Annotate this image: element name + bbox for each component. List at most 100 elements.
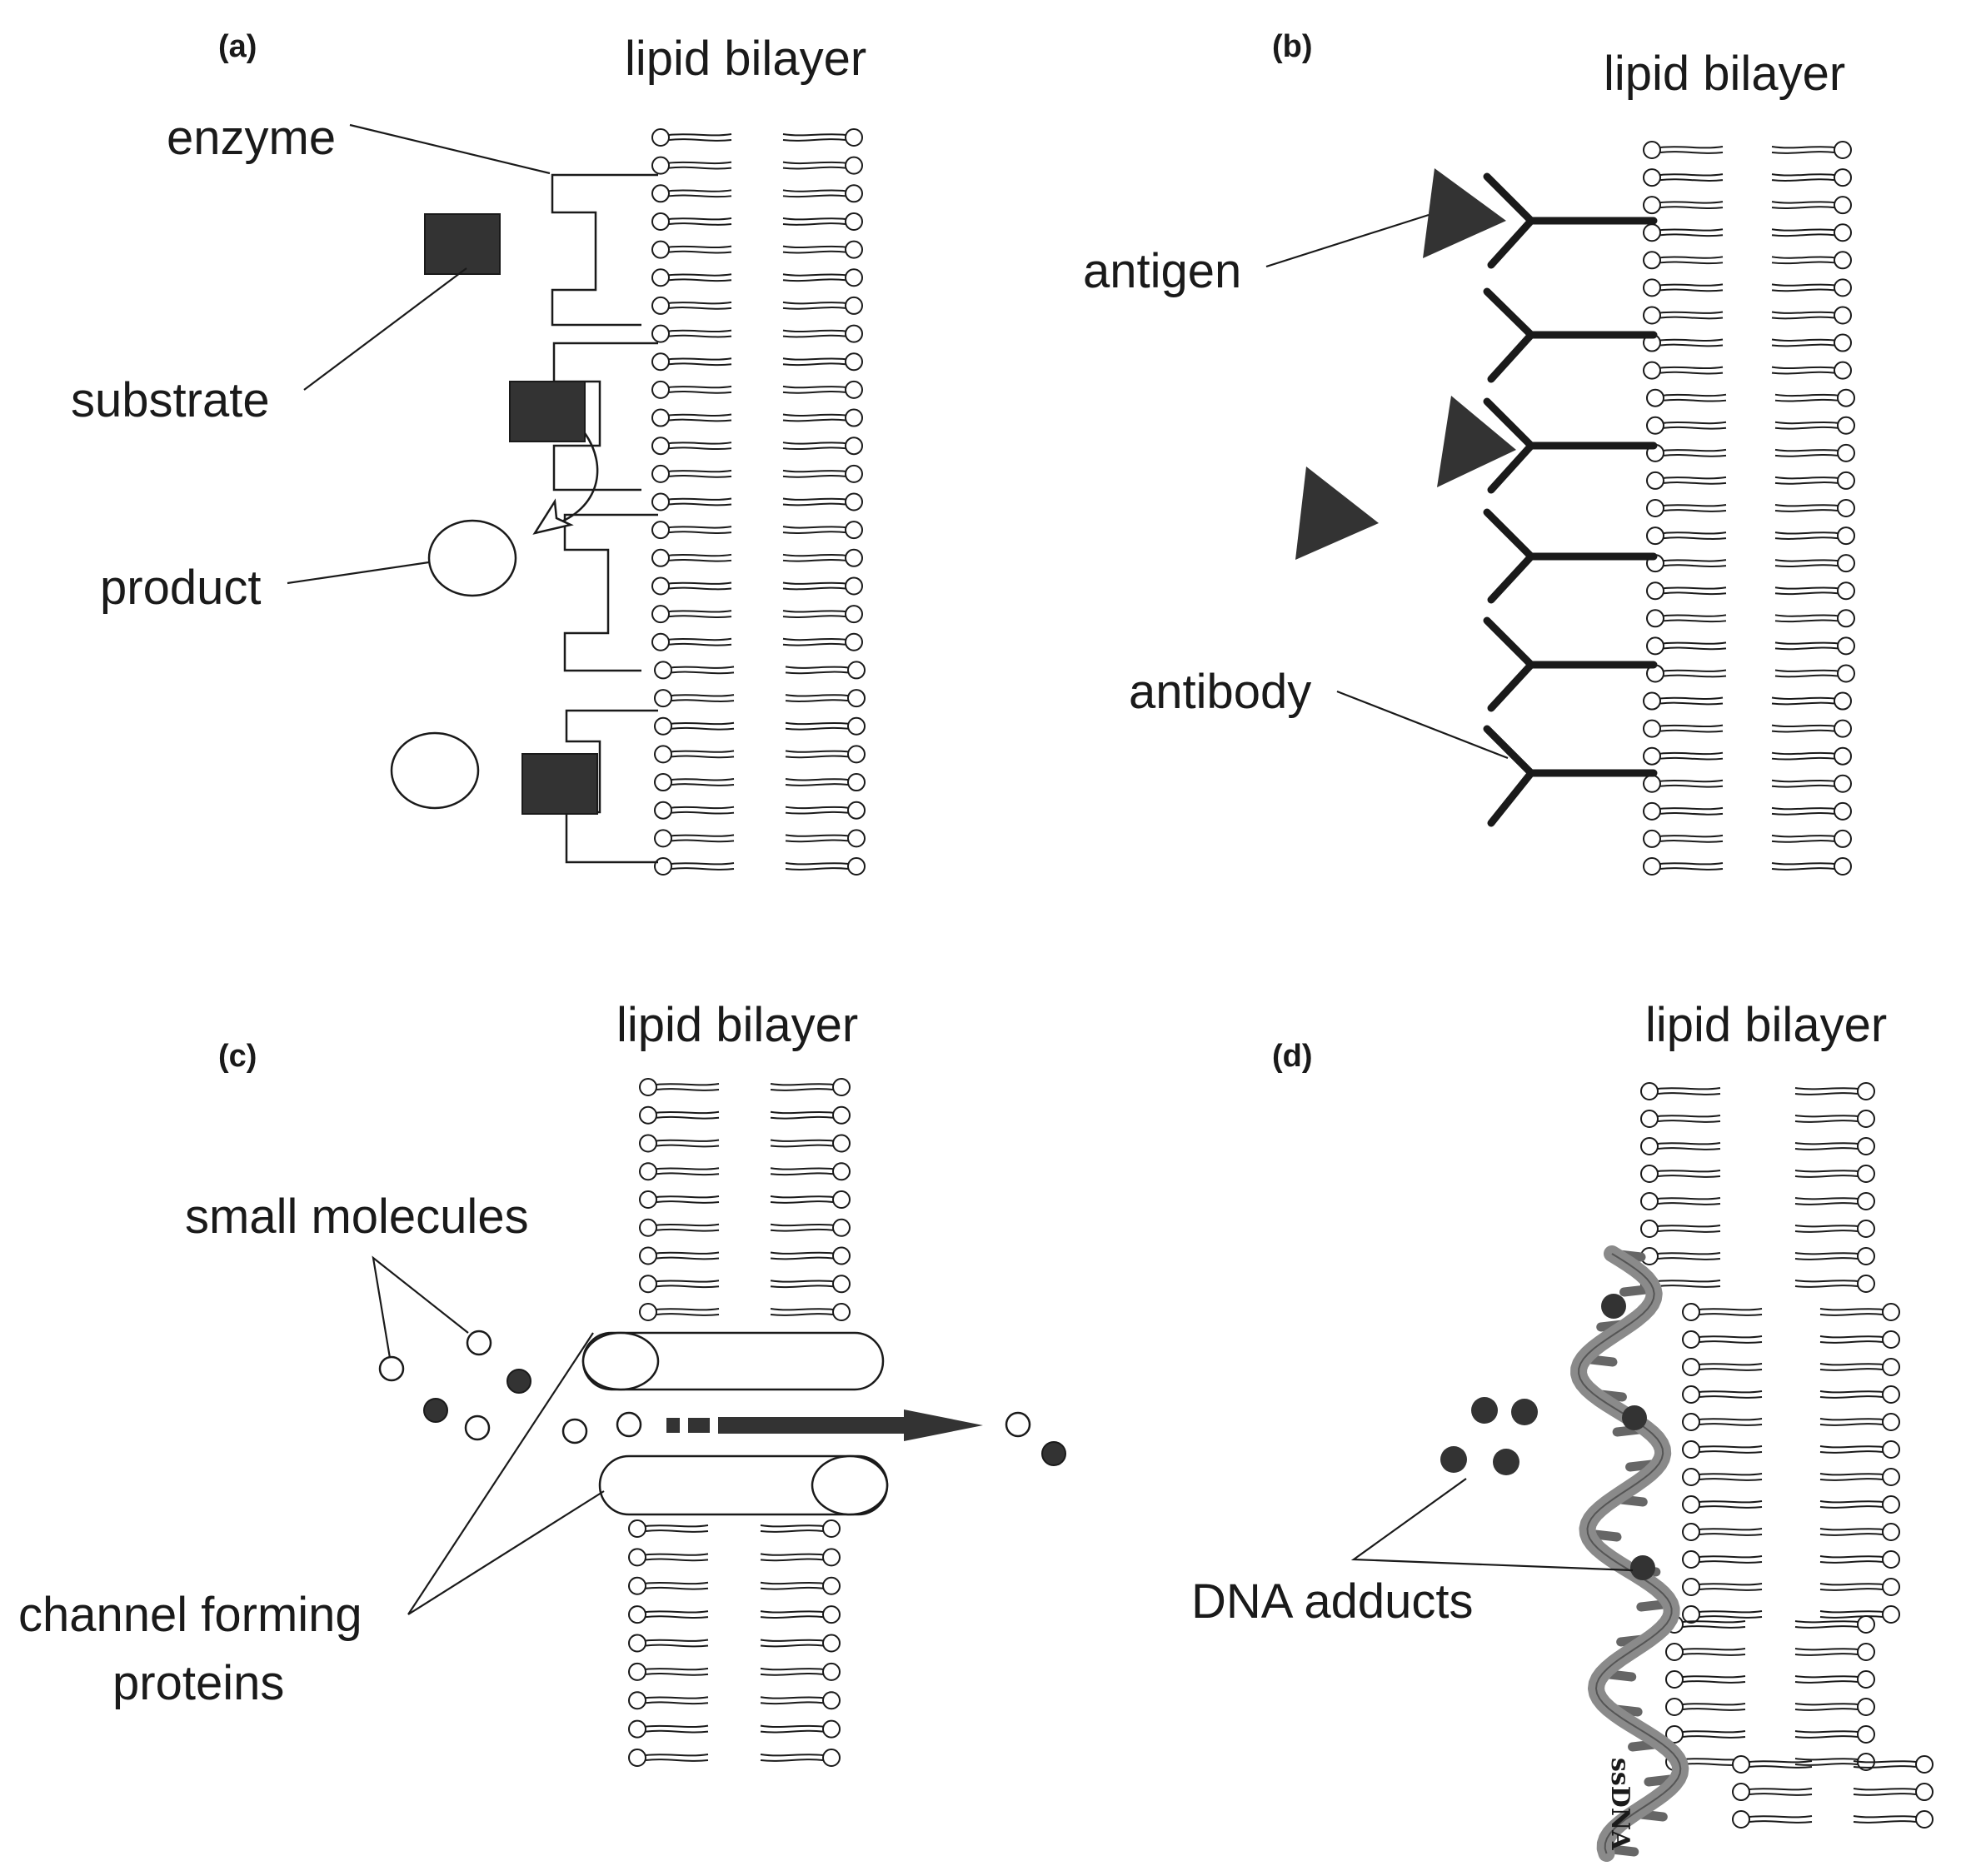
- substrate-bound-2: [521, 753, 598, 815]
- phospholipid: [785, 716, 866, 736]
- dna-adduct: [1601, 1294, 1626, 1319]
- antigen-bound-2: [1437, 396, 1516, 487]
- phospholipid: [651, 548, 732, 567]
- phospholipid: [1643, 251, 1724, 270]
- ssdna-strand-edge: [1578, 1253, 1682, 1854]
- transport-arrow: [718, 1409, 983, 1441]
- phospholipid: [782, 156, 863, 175]
- phospholipid: [1771, 829, 1852, 848]
- small-molecule-open: [466, 1330, 492, 1356]
- phospholipid: [1646, 664, 1727, 683]
- phospholipid: [760, 1691, 841, 1710]
- small-molecules-leader: [372, 1255, 469, 1359]
- phospholipid: [1774, 526, 1855, 546]
- phospholipid: [639, 1134, 720, 1153]
- phospholipid: [1794, 1110, 1875, 1128]
- phospholipid: [651, 464, 732, 483]
- phospholipid: [1640, 1110, 1721, 1128]
- phospholipid: [1774, 471, 1855, 490]
- phospholipid: [782, 380, 863, 399]
- phospholipid: [1774, 388, 1855, 407]
- phospholipid: [782, 548, 863, 567]
- phospholipid: [1853, 1810, 1934, 1829]
- channel-protein-top: [581, 1331, 885, 1391]
- antibody-leader: [1336, 690, 1509, 760]
- phospholipid: [782, 324, 863, 343]
- panel-d: (d) lipid bilayer DNA adducts ssDNA: [1191, 998, 1934, 1862]
- enzyme-label: enzyme: [167, 111, 336, 165]
- phospholipid: [1853, 1755, 1934, 1774]
- panel-c: (c) lipid bilayer small molecules c: [18, 998, 1066, 1767]
- transport-dash-2: [688, 1418, 710, 1433]
- phospholipid: [782, 212, 863, 231]
- phospholipid: [1646, 471, 1727, 490]
- phospholipid: [1771, 774, 1852, 793]
- phospholipid: [1682, 1578, 1763, 1596]
- phospholipid: [1771, 719, 1852, 738]
- panel-a-title: lipid bilayer: [625, 32, 866, 86]
- phospholipid: [1774, 554, 1855, 573]
- phospholipid: [1665, 1670, 1746, 1689]
- phospholipid: [1643, 746, 1724, 766]
- phospholipid: [654, 801, 735, 820]
- phospholipid: [1771, 333, 1852, 352]
- phospholipid: [770, 1105, 851, 1125]
- phospholipid: [1646, 443, 1727, 462]
- phospholipid: [1794, 1220, 1875, 1238]
- phospholipid: [628, 1691, 709, 1710]
- phospholipid: [651, 632, 732, 651]
- phospholipid: [1732, 1783, 1813, 1801]
- antigen-bound-1: [1423, 168, 1506, 258]
- phospholipid: [1774, 636, 1855, 656]
- phospholipid: [1646, 636, 1727, 656]
- phospholipid: [651, 268, 732, 287]
- phospholipid: [782, 268, 863, 287]
- phospholipid: [782, 464, 863, 483]
- reaction-arrow-head: [532, 498, 574, 535]
- phospholipid: [628, 1719, 709, 1739]
- antibody-5: [1483, 616, 1658, 712]
- phospholipid: [651, 492, 732, 511]
- phospholipid: [651, 408, 732, 427]
- phospholipid: [1819, 1495, 1900, 1514]
- panel-d-title: lipid bilayer: [1645, 998, 1887, 1052]
- phospholipid: [654, 716, 735, 736]
- phospholipid: [1732, 1755, 1813, 1774]
- phospholipid: [1643, 223, 1724, 242]
- phospholipid: [1794, 1247, 1875, 1265]
- phospholipid: [651, 352, 732, 372]
- phospholipid: [639, 1246, 720, 1265]
- phospholipid: [785, 801, 866, 820]
- phospholipid: [760, 1634, 841, 1653]
- phospholipid: [760, 1576, 841, 1595]
- channel-leader-bottom: [407, 1490, 605, 1615]
- phospholipid: [639, 1162, 720, 1181]
- phospholipid: [654, 857, 735, 876]
- phospholipid: [1771, 168, 1852, 187]
- phospholipid: [782, 296, 863, 315]
- ssdna-label: ssDNA: [1605, 1758, 1634, 1850]
- substrate-free: [424, 213, 501, 275]
- phospholipid: [651, 156, 732, 175]
- small-molecule-filled: [506, 1369, 531, 1394]
- phospholipid: [628, 1519, 709, 1538]
- channel-leader-top: [407, 1332, 594, 1615]
- phospholipid: [1643, 719, 1724, 738]
- phospholipid: [770, 1078, 851, 1096]
- phospholipid: [1646, 388, 1727, 407]
- phospholipid: [782, 128, 863, 147]
- substrate-label: substrate: [71, 373, 270, 427]
- phospholipid: [782, 492, 863, 511]
- antibody-label: antibody: [1129, 665, 1311, 719]
- phospholipid: [760, 1548, 841, 1567]
- phospholipid: [1643, 829, 1724, 848]
- phospholipid: [1682, 1358, 1763, 1376]
- product-label: product: [100, 561, 261, 615]
- phospholipid: [1819, 1523, 1900, 1541]
- phospholipid: [760, 1749, 841, 1767]
- phospholipid: [1643, 361, 1724, 380]
- phospholipid: [785, 689, 866, 708]
- phospholipid: [1682, 1550, 1763, 1569]
- phospholipid: [1771, 306, 1852, 325]
- antibody-3: [1483, 397, 1658, 494]
